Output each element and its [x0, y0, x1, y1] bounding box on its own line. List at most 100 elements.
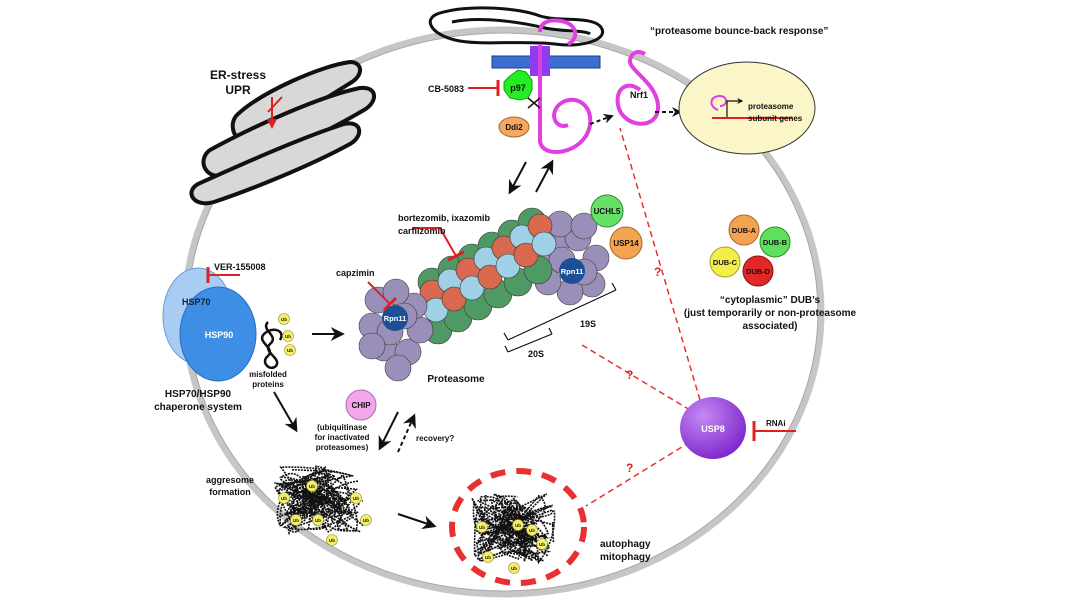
ddi2-label: Ddi2 — [505, 123, 523, 132]
ub-icon: Ub — [526, 524, 538, 536]
usp14-subunit — [609, 226, 643, 260]
er-top-structure — [428, 6, 604, 47]
chaperone-label-2: chaperone system — [154, 402, 242, 413]
proteasome-up-arrow — [535, 159, 554, 193]
cyto-dub-label-1: “cytoplasmic” DUB’s — [720, 295, 821, 306]
svg-text:Ub: Ub — [485, 555, 491, 560]
ub-icon: Ub — [482, 551, 494, 563]
rpn11-top-subunit — [559, 258, 585, 284]
bortezomib-inhibition — [412, 227, 457, 257]
svg-text:Ub: Ub — [363, 518, 369, 523]
ub-icon: Ub — [306, 480, 318, 492]
proteasome-down-arrow — [508, 161, 527, 195]
autophagosome-boundary — [449, 468, 587, 586]
misfolded-label-2: proteins — [252, 380, 284, 389]
rpn11-left-label: Rpn11 — [384, 314, 407, 323]
usp8-label: USP8 — [701, 424, 725, 434]
svg-text:Ub: Ub — [511, 566, 517, 571]
carfilzomib-label: carfilzomib — [398, 226, 446, 236]
chip-protein — [345, 389, 377, 421]
autophagy-label-1: autophagy — [600, 539, 651, 550]
autophagy-label-2: mitophagy — [600, 552, 651, 563]
ub-icon: Ub — [508, 562, 520, 574]
dub-d-label: DUB-D — [746, 267, 771, 276]
capzimin-bar — [382, 296, 398, 312]
hsp90-label: HSP90 — [205, 330, 234, 340]
label-20s: 20S — [528, 349, 544, 359]
ub-icon: Ub — [350, 492, 362, 504]
bortezomib-label: bortezomib, ixazomib — [398, 213, 491, 223]
nucleus — [678, 61, 816, 155]
svg-text:Ub: Ub — [539, 542, 545, 547]
subunit-genes-label-1: proteasome — [748, 102, 794, 111]
dub-c-protein — [709, 246, 741, 278]
subunit-genes-label-2: subunit genes — [748, 114, 803, 123]
nrf1-label: Nrf1 — [630, 90, 648, 100]
bortezomib-bar — [447, 250, 465, 262]
dub-a-label: DUB-A — [732, 226, 757, 235]
dub-b-label: DUB-B — [763, 238, 788, 247]
usp8-protein — [680, 397, 746, 459]
bounce-back-label: “proteasome bounce-back response” — [650, 26, 828, 37]
proteasome-beta-subunit — [441, 286, 467, 312]
capzimin-inhibition — [367, 281, 391, 305]
ub-icon: Ub — [512, 519, 524, 531]
protein-aggregate-strand — [471, 493, 556, 565]
usp8-to-nrf1-dashed — [619, 127, 701, 401]
misfolded-protein-chain — [260, 321, 283, 370]
recovery-label: recovery? — [416, 434, 454, 443]
nrf1-to-nucleus-arrow — [589, 114, 614, 125]
proteasome-19s-subunit — [384, 354, 412, 382]
svg-text:Ub: Ub — [281, 496, 287, 501]
label-19s: 19S — [580, 319, 596, 329]
svg-text:Ub: Ub — [287, 348, 293, 353]
hsp90-protein — [179, 286, 257, 382]
chaperone-label-1: HSP70/HSP90 — [165, 389, 232, 400]
usp8-to-autophagy-dashed — [585, 441, 691, 507]
ub-icon: Ub — [360, 514, 372, 526]
proteasome-to-aggresome-arrow — [378, 411, 399, 451]
proteasome-19s-subunit — [358, 332, 386, 360]
chip-desc-1: (ubiquitinase — [317, 423, 367, 432]
dub-c-label: DUB-C — [713, 258, 738, 267]
recovery-arrow — [397, 413, 416, 453]
bracket-19s — [503, 282, 617, 341]
upr-label: UPR — [225, 83, 251, 97]
ub-icon: Ub — [278, 492, 290, 504]
ddi2-protein — [498, 116, 530, 138]
p97-label: p97 — [510, 83, 526, 93]
cyto-dub-label-3: associated) — [742, 321, 797, 332]
cyto-dub-label-2: (just temporarily or non-proteasome — [684, 308, 857, 319]
cb5083-label: CB-5083 — [428, 84, 464, 94]
proteasome-beta-subunit — [513, 242, 539, 268]
dub-d-protein — [742, 255, 774, 287]
question-mark-1: ? — [654, 265, 661, 279]
proteasome-19s-subunit — [382, 278, 410, 306]
svg-text:Ub: Ub — [315, 518, 321, 523]
question-mark-2: ? — [626, 368, 633, 382]
dub-a-protein — [728, 214, 760, 246]
svg-text:Ub: Ub — [285, 334, 291, 339]
chip-desc-2: for inactivated — [315, 433, 370, 442]
rpn11-top-label: Rpn11 — [561, 267, 584, 276]
svg-text:Ub: Ub — [293, 518, 299, 523]
capzimin-label: capzimin — [336, 268, 375, 278]
aggresome-label-2: formation — [209, 487, 251, 497]
aggresome-label-1: aggresome — [206, 475, 254, 485]
svg-text:Ub: Ub — [309, 484, 315, 489]
ub-icon: Ub — [326, 534, 338, 546]
svg-text:Ub: Ub — [479, 525, 485, 530]
svg-text:Ub: Ub — [281, 317, 287, 322]
ub-icon: Ub — [284, 344, 296, 356]
svg-text:Ub: Ub — [329, 538, 335, 543]
proteasome-label: Proteasome — [427, 374, 485, 385]
ub-icon: Ub — [536, 538, 548, 550]
misfolded-to-aggresome-arrow — [273, 391, 298, 433]
question-mark-3: ? — [626, 461, 633, 475]
uchl5-label: UCHL5 — [594, 207, 621, 216]
usp8-to-proteasome-dashed — [581, 344, 691, 411]
ub-icon: Ub — [282, 330, 294, 342]
